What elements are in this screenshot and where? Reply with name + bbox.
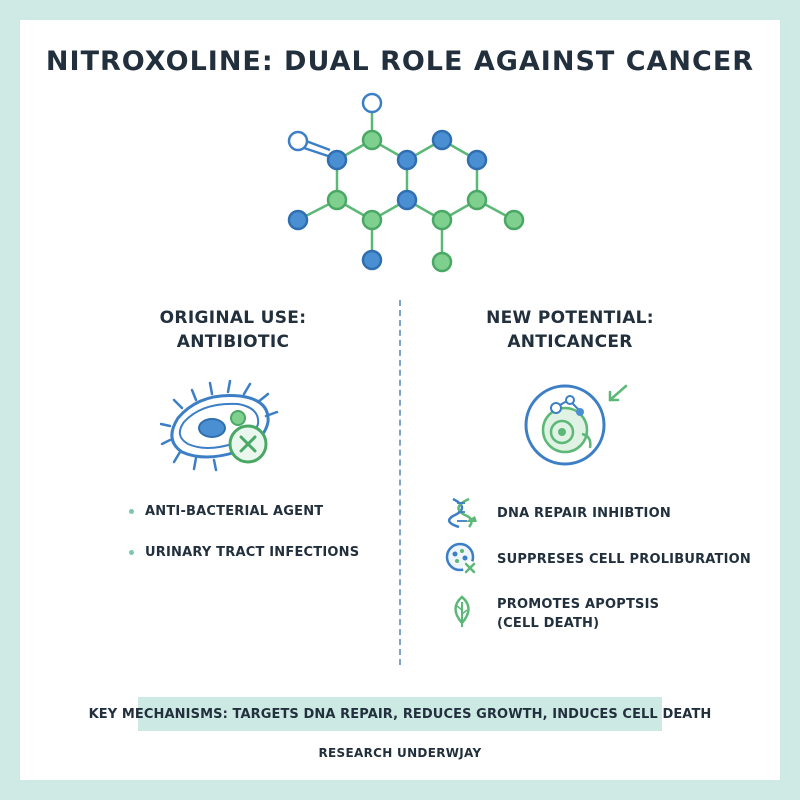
- left-heading-line1: ORIGINAL USE:: [159, 308, 307, 328]
- dna-icon: [447, 497, 477, 529]
- right-heading-line2: ANTICANCER: [507, 332, 633, 352]
- mechanism-text: SUPPRESES CELL PROLIBURATION: [497, 552, 751, 567]
- molecule-structure-icon: [287, 92, 525, 273]
- right-heading-line1: NEW POTENTIAL:: [486, 308, 654, 328]
- mechanism-text: PROMOTES APOPTSIS (CELL DEATH): [497, 595, 659, 633]
- list-item: URINARY TRACT INFECTIONS: [129, 545, 360, 560]
- bullet-dot: [129, 550, 134, 555]
- left-bullet-text: ANTI-BACTERIAL AGENT: [145, 504, 324, 519]
- left-bullet-text: URINARY TRACT INFECTIONS: [145, 545, 360, 560]
- bullet-dot: [129, 509, 134, 514]
- right-column-heading: NEW POTENTIAL: ANTICANCER: [455, 306, 685, 354]
- mechanism-text: DNA REPAIR INHIBTION: [497, 506, 671, 521]
- bacteria-with-cross-icon: [160, 379, 279, 472]
- cell-cluster-cross-icon: [445, 542, 477, 575]
- page-title: NITROXOLINE: DUAL ROLE AGAINST CANCER: [45, 46, 755, 77]
- mechanism-text-line2: (CELL DEATH): [497, 616, 600, 631]
- list-item: ANTI-BACTERIAL AGENT: [129, 504, 324, 519]
- key-mechanisms-banner: KEY MECHANISMS: TARGETS DNA REPAIR, REDU…: [89, 697, 711, 731]
- leaf-icon: [454, 595, 470, 627]
- left-column-heading: ORIGINAL USE: ANTIBIOTIC: [118, 306, 348, 354]
- footer-status: RESEARCH UNDERWJAY: [318, 746, 482, 760]
- left-heading-line2: ANTIBIOTIC: [176, 332, 290, 352]
- targeted-cell-icon: [524, 384, 628, 466]
- column-divider: [399, 300, 401, 665]
- mechanism-text-line1: PROMOTES APOPTSIS: [497, 597, 660, 612]
